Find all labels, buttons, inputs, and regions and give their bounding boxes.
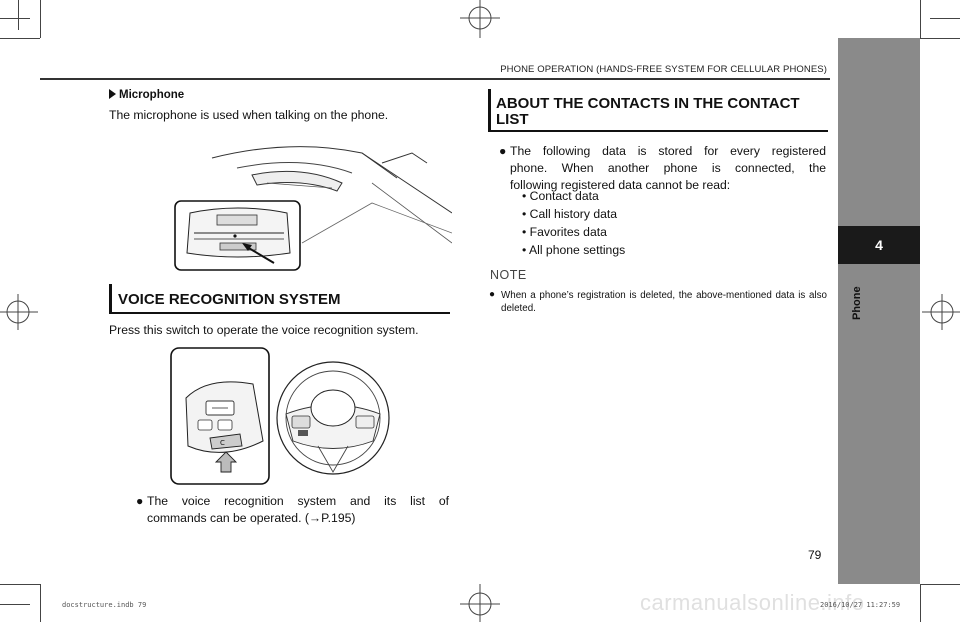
footer-timestamp: 2016/10/27 11:27:59 bbox=[820, 601, 901, 609]
crop-mark bbox=[920, 0, 921, 38]
contacts-heading: ABOUT THE CONTACTS IN THE CONTACT LIST bbox=[488, 89, 828, 130]
contacts-heading-rule bbox=[488, 130, 828, 132]
contacts-bullet-line1: The following data is stored for every r… bbox=[510, 144, 826, 158]
header-rule bbox=[40, 78, 830, 80]
voice-recognition-heading-text: VOICE RECOGNITION SYSTEM bbox=[118, 291, 341, 308]
crop-mark bbox=[40, 584, 41, 622]
list-item: • Call history data bbox=[522, 207, 618, 221]
list-item: • Contact data bbox=[522, 189, 599, 203]
contacts-heading-line1: ABOUT THE CONTACTS IN THE CONTACT bbox=[496, 95, 800, 112]
page-number: 79 bbox=[808, 548, 822, 562]
crop-mark bbox=[18, 0, 19, 30]
crop-mark bbox=[920, 38, 960, 39]
registration-mark bbox=[460, 0, 500, 38]
voice-recognition-heading: VOICE RECOGNITION SYSTEM bbox=[109, 284, 450, 312]
voice-heading-rule bbox=[109, 312, 450, 314]
voice-bullet: ● The voice recognition system and its l… bbox=[136, 493, 449, 510]
chapter-number: 4 bbox=[838, 226, 920, 264]
note-text: When a phone’s registration is deleted, … bbox=[501, 290, 827, 314]
voice-bullet-line1: The voice recognition system and its lis… bbox=[147, 494, 449, 508]
list-item-text: Call history data bbox=[529, 207, 618, 221]
list-item-text: Favorites data bbox=[529, 225, 607, 239]
svg-text:C: C bbox=[220, 439, 225, 447]
contacts-bullet: ● The following data is stored for every… bbox=[499, 143, 826, 160]
list-item-text: All phone settings bbox=[528, 243, 626, 257]
microphone-illustration bbox=[174, 146, 452, 271]
registration-mark bbox=[0, 294, 38, 330]
list-item: • All phone settings bbox=[522, 243, 626, 257]
voice-bullet-line2: commands can be operated. (→P.195) bbox=[147, 511, 356, 525]
watermark: carmanualsonline.info bbox=[640, 590, 865, 615]
crop-mark bbox=[0, 38, 40, 39]
registration-mark bbox=[460, 584, 500, 622]
footer-file-ref: docstructure.indb 79 bbox=[62, 601, 147, 609]
steering-switch-illustration: C bbox=[170, 347, 390, 485]
chapter-side-tab bbox=[838, 38, 920, 584]
list-item: • Favorites data bbox=[522, 225, 607, 239]
microphone-heading: Microphone bbox=[109, 89, 184, 101]
crop-mark bbox=[930, 18, 960, 19]
crop-mark bbox=[0, 604, 30, 605]
contacts-bullet-line2: phone. When another phone is connected, … bbox=[510, 161, 826, 175]
crop-mark bbox=[40, 0, 41, 38]
bullet-icon: ● bbox=[499, 144, 507, 158]
list-item-text: Contact data bbox=[529, 189, 599, 203]
crop-mark bbox=[920, 584, 960, 585]
microphone-text: The microphone is used when talking on t… bbox=[109, 108, 389, 122]
bullet-icon: ● bbox=[136, 494, 144, 508]
voice-recognition-text: Press this switch to operate the voice r… bbox=[109, 323, 419, 337]
registration-mark bbox=[922, 294, 960, 330]
crop-mark bbox=[0, 18, 30, 19]
contacts-heading-line2: LIST bbox=[496, 111, 529, 128]
chapter-label: Phone bbox=[851, 286, 863, 320]
microphone-heading-text: Microphone bbox=[119, 89, 185, 101]
triangle-bullet-icon bbox=[109, 89, 116, 99]
crop-mark bbox=[920, 584, 921, 622]
contacts-bullet-line3: following registered data cannot be read… bbox=[510, 178, 731, 192]
note-title: NOTE bbox=[490, 268, 527, 282]
running-header: PHONE OPERATION (HANDS-FREE SYSTEM FOR C… bbox=[500, 64, 827, 75]
bullet-icon: ● bbox=[489, 289, 496, 300]
crop-mark bbox=[0, 584, 40, 585]
